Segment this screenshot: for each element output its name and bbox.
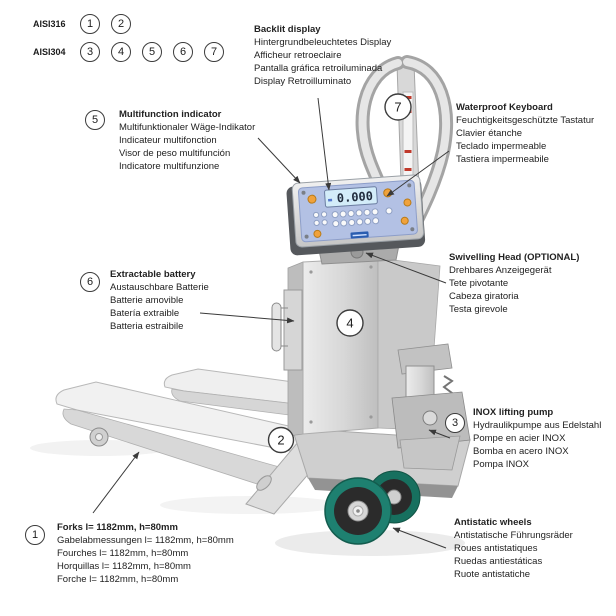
marker-4: 4 (336, 309, 364, 337)
label-title: INOX lifting pump (473, 407, 554, 418)
leader-lines (92, 97, 451, 549)
legend-marker-7: 7 (204, 42, 224, 62)
label-title: Multifunction indicator (119, 109, 222, 120)
machine-markers: 2 4 7 (267, 93, 412, 454)
label-multifunction-indicator: Multifunction indicator Multifunktionale… (119, 109, 256, 172)
rear-wheels (324, 470, 421, 545)
leader-antistatic-wheels (392, 527, 447, 549)
keypad (307, 188, 412, 238)
label-title: Backlit display (254, 24, 321, 35)
label-inox-lifting-pump: INOX lifting pump Hydraulikpumpe aus Ede… (473, 407, 602, 470)
leader-waterproof-keyboard (386, 150, 450, 197)
legend-marker-2: 2 (111, 14, 131, 34)
legend-marker-1: 1 (80, 14, 100, 34)
leader-extractable-battery (199, 312, 295, 324)
label-title: Extractable battery (110, 269, 196, 280)
leader-forks (92, 451, 140, 514)
leader-inox-pump (428, 429, 451, 439)
battery-door (271, 289, 303, 371)
legend-marker-5: 5 (142, 42, 162, 62)
marker-7: 7 (384, 93, 412, 121)
lifting-pump (391, 343, 471, 471)
callout-marker-5: 5 (85, 110, 105, 130)
legend-row-aisi316: AISI316 1 2 (33, 14, 131, 34)
callout-marker-3: 3 (445, 413, 465, 433)
label-waterproof-keyboard: Waterproof Keyboard Feuchtigkeitsgeschüt… (456, 102, 595, 165)
weight-readout: 0.000 (336, 189, 373, 205)
legend-marker-3: 3 (80, 42, 100, 62)
label-title: Swivelling Head (OPTIONAL) (449, 252, 580, 263)
label-antistatic-wheels: Antistatic wheels Antistatische Führungs… (454, 517, 573, 580)
svg-text:2: 2 (277, 433, 284, 448)
leader-backlit-display (317, 97, 332, 191)
label-title: Antistatic wheels (454, 517, 532, 528)
lcd-display: 0.000 (324, 186, 378, 208)
svg-text:7: 7 (394, 100, 401, 115)
label-title: Forks l= 1182mm, h=80mm (57, 522, 178, 533)
callout-marker-6: 6 (80, 272, 100, 292)
legend-marker-6: 6 (173, 42, 193, 62)
material-label-aisi304: AISI304 (33, 47, 66, 57)
wheel-front (324, 477, 392, 545)
legend-row-aisi304: AISI304 3 4 5 6 7 (33, 42, 224, 62)
leader-swivelling-head (365, 252, 447, 284)
label-backlit-display: Backlit display Hintergrundbeleuchtetes … (254, 24, 392, 87)
label-swivelling-head: Swivelling Head (OPTIONAL) Drehbares Anz… (449, 252, 580, 315)
label-title: Waterproof Keyboard (456, 102, 553, 113)
marker-2: 2 (267, 426, 295, 454)
indicator-head: 0.000 (286, 174, 426, 256)
battery-handle (271, 302, 282, 352)
legend-marker-4: 4 (111, 42, 131, 62)
material-label-aisi316: AISI316 (33, 19, 66, 29)
svg-text:4: 4 (346, 316, 353, 331)
label-forks: Forks l= 1182mm, h=80mm Gabelabmessungen… (57, 522, 234, 585)
callout-marker-1: 1 (25, 525, 45, 545)
label-extractable-battery: Extractable battery Austauschbare Batter… (110, 269, 209, 332)
leader-multifunction-indicator (257, 137, 301, 184)
fork-front (55, 381, 307, 493)
